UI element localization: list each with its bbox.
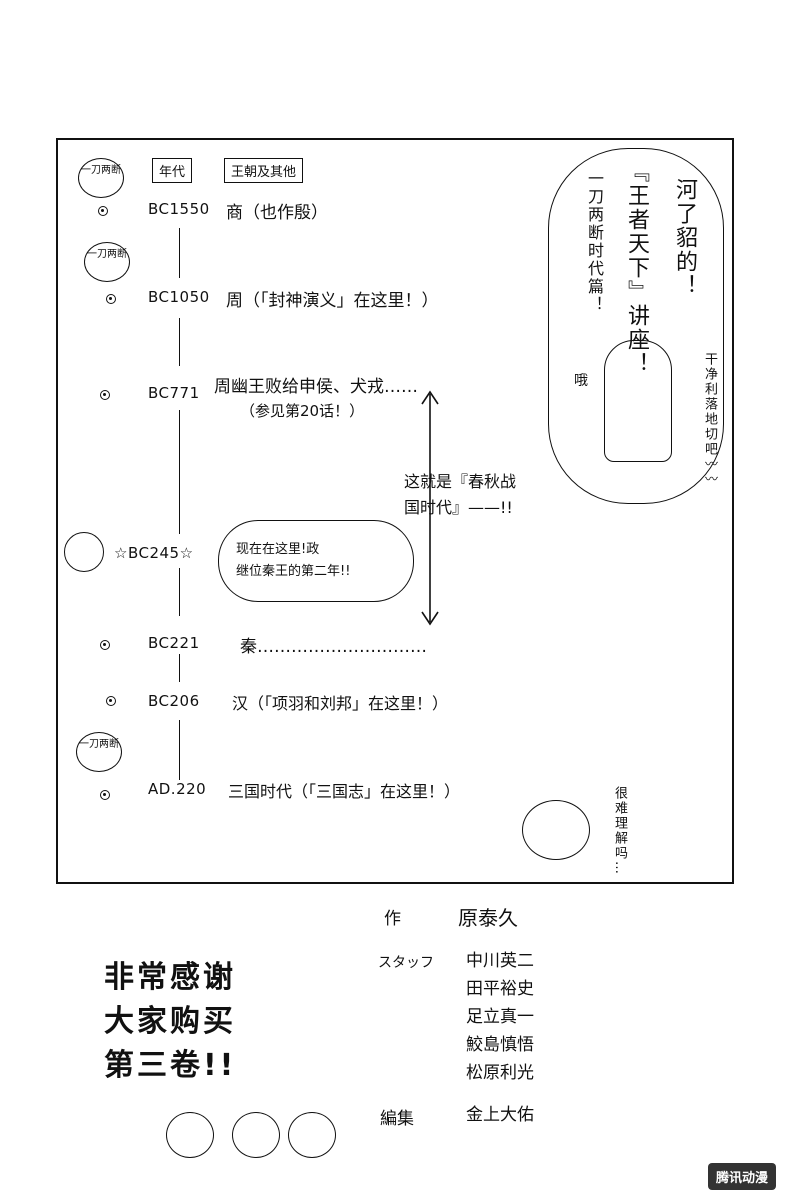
entry-text: 商（也作殷）	[226, 203, 328, 223]
axis-segment	[179, 318, 180, 366]
year-label: AD.220	[148, 780, 207, 798]
header-dynasty: 王朝及其他	[224, 158, 304, 183]
thanks-line-2: 大家购买	[104, 1004, 236, 1039]
lecture-title-c: 一刀两断时代篇！	[585, 170, 604, 314]
axis-segment	[179, 228, 180, 278]
staff-name: 松原利光	[466, 1063, 534, 1083]
bird-icon	[64, 532, 104, 572]
watermark-logo: 腾讯动漫	[707, 1163, 776, 1190]
current-burst	[218, 520, 414, 602]
author-label: 作	[384, 909, 401, 929]
staff-name: 鮫島慎悟	[466, 1035, 534, 1055]
axis-segment	[179, 410, 180, 534]
current-text-2: 继位秦王的第二年!!	[236, 564, 351, 579]
editor-label: 編集	[380, 1109, 414, 1129]
axis-segment	[179, 654, 180, 682]
chunqiu-line-1: 这就是『春秋战	[404, 472, 517, 491]
year-label: BC206	[148, 692, 200, 710]
timeline-dot	[98, 206, 108, 216]
diao-character-icon	[604, 340, 672, 462]
staff-name: 足立真一	[466, 1007, 534, 1027]
span-arrow-icon	[421, 390, 439, 626]
timeline-dot	[100, 640, 110, 650]
thanks-line-1: 非常感谢	[104, 960, 236, 995]
author-name: 原泰久	[458, 906, 518, 930]
cut-bubble-3: 一刀两断	[76, 732, 122, 772]
lecture-speech-bubble	[548, 148, 724, 504]
year-label: BC1550	[148, 200, 210, 218]
bird-icon	[232, 1112, 280, 1158]
timeline-dot	[100, 390, 110, 400]
header-era: 年代	[152, 158, 193, 183]
year-label: BC1050	[148, 288, 210, 306]
timeline-dot	[106, 294, 116, 304]
entry-text: 周幽王败给申侯、犬戎……	[214, 377, 418, 397]
year-label: BC771	[148, 384, 200, 402]
bird-icon	[522, 800, 590, 860]
entry-text: 三国时代（「三国志」在这里！）	[228, 782, 461, 801]
chunqiu-line-2: 国时代』——!!	[404, 498, 513, 517]
bird-icon	[288, 1112, 336, 1158]
lecture-title-a: 河了貂的！	[672, 178, 697, 298]
axis-segment	[179, 568, 180, 616]
right-note: 干净利落地切吧〰〰	[702, 352, 717, 487]
current-text-1: 现在在这里!政	[236, 542, 320, 557]
year-label: BC221	[148, 634, 200, 652]
editor-name: 金上大佑	[466, 1105, 534, 1125]
staff-name: 中川英二	[466, 951, 534, 971]
timeline-dot	[106, 696, 116, 706]
axis-segment	[179, 720, 180, 780]
entry-note: （参见第20话！）	[240, 402, 365, 420]
staff-name: 田平裕史	[466, 979, 534, 999]
year-label-current: ☆BC245☆	[114, 544, 194, 562]
staff-label: スタッフ	[378, 955, 434, 971]
cut-bubble-1: 一刀两断	[78, 158, 124, 198]
bird-note: 很难理解吗…	[612, 786, 627, 876]
cut-bubble-2: 一刀两断	[84, 242, 130, 282]
entry-text: 周（「封神演义」在这里！）	[226, 291, 439, 311]
oh-text: 哦	[574, 373, 588, 389]
entry-text: 秦…………………………	[240, 637, 427, 657]
timeline-dot	[100, 790, 110, 800]
thanks-line-3: 第三卷!!	[104, 1048, 237, 1083]
bird-icon	[166, 1112, 214, 1158]
entry-text: 汉（「项羽和刘邦」在这里！）	[232, 694, 449, 713]
timeline-frame	[56, 138, 734, 884]
